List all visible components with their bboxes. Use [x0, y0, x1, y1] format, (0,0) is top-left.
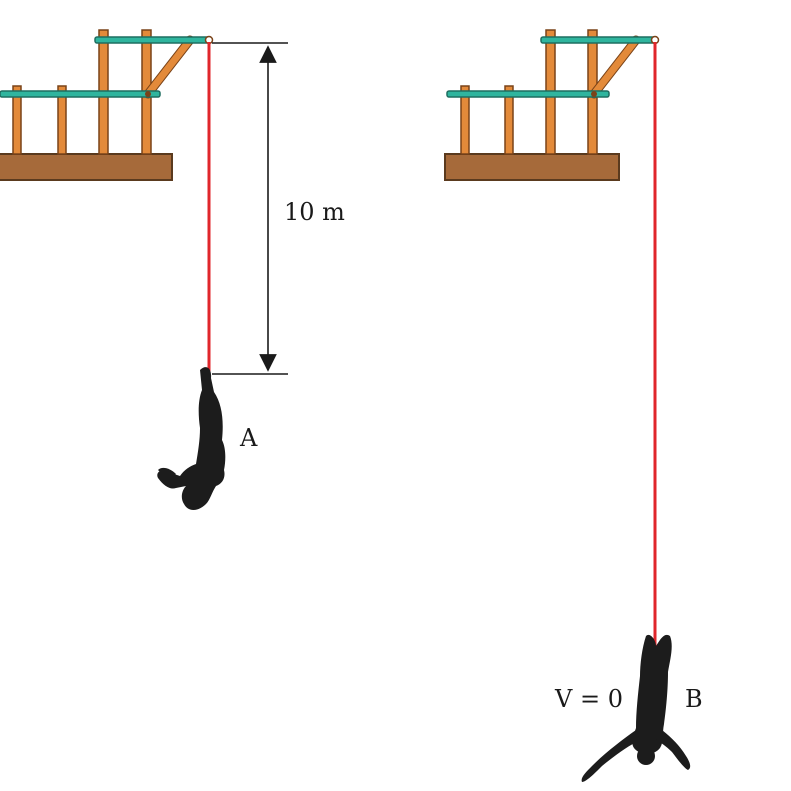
- left-platform-deck: [0, 153, 173, 181]
- left-scene: 10 m A: [0, 29, 345, 510]
- left-dimension: 10 m: [212, 42, 345, 375]
- right-platform: [444, 29, 660, 181]
- jumper-b-silhouette: [581, 634, 691, 782]
- velocity-label: V = 0: [554, 685, 623, 713]
- right-upper-rail: [540, 36, 658, 44]
- right-brace: [590, 36, 640, 98]
- right-rail-joint: [591, 91, 597, 97]
- left-rail-joint: [145, 91, 151, 97]
- jumper-b-label: B: [685, 685, 703, 713]
- left-post-2: [57, 85, 67, 155]
- left-post-1: [12, 85, 22, 155]
- left-brace: [144, 36, 194, 98]
- right-post-1: [460, 85, 470, 155]
- jumper-a-label: A: [239, 424, 258, 452]
- right-post-2: [504, 85, 514, 155]
- right-lower-rail: [446, 90, 610, 98]
- left-platform: [0, 29, 214, 181]
- right-scene: V = 0 B: [444, 29, 703, 782]
- left-lower-rail: [0, 90, 161, 98]
- left-upper-rail: [94, 36, 212, 44]
- dimension-label: 10 m: [284, 198, 345, 226]
- jumper-a-silhouette: [157, 367, 226, 510]
- right-platform-deck: [444, 153, 620, 181]
